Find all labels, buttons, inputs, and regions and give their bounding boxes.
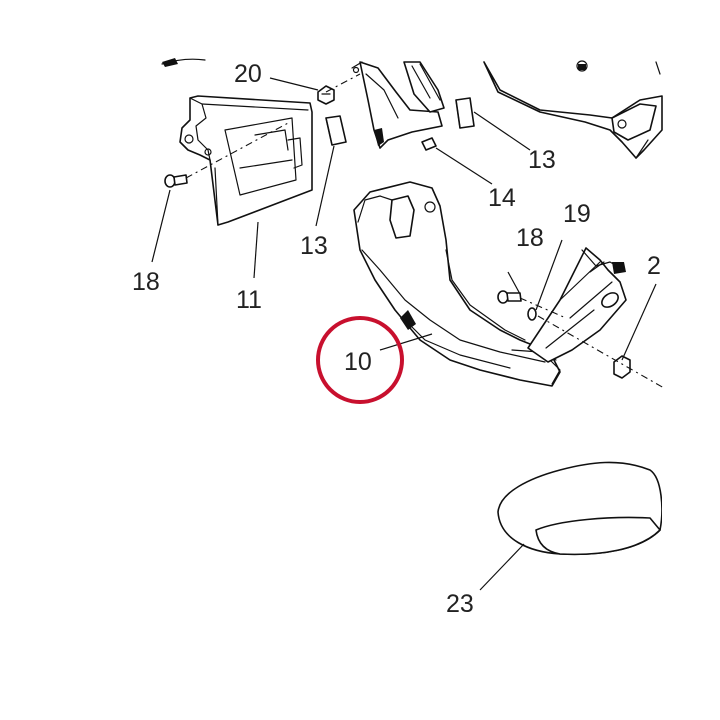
highlight-circle (316, 316, 404, 404)
part-13-pad-right[interactable] (455, 97, 475, 129)
callout-10[interactable]: 10 (344, 348, 372, 376)
part-10-fairing[interactable] (353, 181, 561, 387)
part-13-pad-left[interactable] (325, 115, 347, 146)
part-18-screw-left[interactable] (164, 174, 188, 188)
callout-13-left[interactable]: 13 (300, 232, 328, 260)
part-11-bracket[interactable] (179, 95, 313, 226)
upper-cover-piece (351, 61, 445, 149)
part-19-washer[interactable] (527, 307, 537, 321)
part-18-screw-right[interactable] (497, 290, 522, 304)
part-2-nut[interactable] (613, 355, 631, 379)
callout-19[interactable]: 19 (563, 200, 591, 228)
callout-18-right[interactable]: 18 (516, 224, 544, 252)
callout-2[interactable]: 2 (647, 252, 661, 280)
assembly-axes (185, 73, 665, 389)
part-23-seat[interactable] (497, 460, 720, 560)
part-10-bracket-arm (527, 247, 627, 363)
callout-18-left[interactable]: 18 (132, 268, 160, 296)
upper-right-frame (483, 60, 663, 159)
callout-20[interactable]: 20 (234, 60, 262, 88)
callout-11[interactable]: 11 (236, 286, 262, 314)
callout-13-right[interactable]: 13 (528, 146, 556, 174)
callout-labels: 20 18 11 13 13 14 18 19 2 10 23 (132, 60, 661, 618)
top-left-fragment (161, 58, 206, 67)
callout-23[interactable]: 23 (446, 590, 474, 618)
part-14-pad[interactable] (421, 137, 437, 151)
leader-lines (151, 77, 657, 591)
callout-14[interactable]: 14 (488, 184, 516, 212)
